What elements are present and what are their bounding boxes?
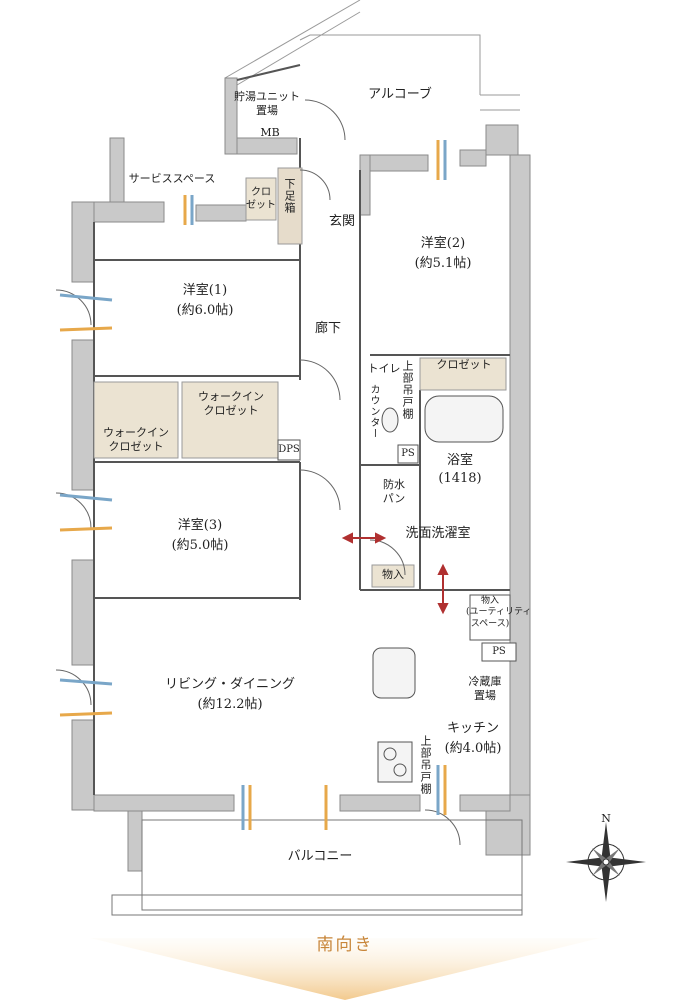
ps-label-bath: PS — [401, 448, 415, 459]
living-size: (約12.2帖) — [197, 697, 263, 712]
toilet-bowl — [381, 407, 399, 433]
bathroom-size: (1418) — [438, 471, 482, 486]
living-name: リビング・ダイニング — [164, 677, 295, 692]
fridge-label: 冷蔵庫 置場 — [468, 675, 502, 703]
waterproof-pan-label: 防水 パン — [382, 478, 406, 506]
balcony-label: バルコニー — [287, 849, 353, 864]
kitchen-size: (約4.0帖) — [444, 741, 502, 756]
closets — [93, 167, 517, 662]
walkin-closet-label-1: ウォークイン クロゼット — [198, 390, 264, 418]
ps-label-kitchen: PS — [492, 646, 506, 657]
washroom-label: 洗面洗濯室 — [405, 526, 471, 541]
movement-arrows — [341, 532, 449, 615]
storage-utility-label: 物入 (ユーティリティ スペース) — [466, 596, 532, 629]
bathroom-name: 浴室 — [446, 453, 473, 468]
counter-label: カウンター — [368, 384, 379, 439]
bedroom1-name: 洋室(1) — [182, 283, 228, 298]
toilet-label: トイレ — [367, 362, 401, 375]
kitchen-sink — [372, 647, 416, 699]
south-indicator — [90, 938, 600, 1000]
walls — [71, 77, 531, 872]
kitchen-name: キッチン — [446, 721, 499, 736]
stove — [377, 741, 413, 783]
compass-icon — [566, 822, 646, 902]
bedroom2-name: 洋室(2) — [420, 236, 466, 251]
burner-2 — [393, 763, 407, 777]
bedroom3-size: (約5.0帖) — [171, 538, 229, 553]
bathtub — [424, 395, 504, 443]
walkin-closet-label-2: ウォークイン クロゼット — [103, 426, 169, 454]
closet-label: クロゼット — [436, 358, 492, 371]
compass-north-label: N — [601, 812, 611, 825]
bedroom1-size: (約6.0帖) — [176, 303, 234, 318]
dps-label: DPS — [278, 444, 300, 455]
orientation-label: 南向き — [316, 935, 374, 955]
small-closet-label: クロ ゼット — [246, 187, 276, 211]
entrance-label: 玄関 — [328, 214, 355, 229]
bedroom3-name: 洋室(3) — [177, 518, 223, 533]
airflow-vents — [59, 140, 447, 830]
hallway-label: 廊下 — [314, 321, 341, 336]
alcove-label: アルコーブ — [368, 87, 432, 102]
shoe-box-label: 下足箱 — [283, 178, 296, 214]
service-space-label: サービススペース — [128, 172, 216, 185]
upper-shelf-label-kitchen: 上部吊戸棚 — [419, 735, 432, 795]
storage-label: 物入 — [382, 568, 404, 581]
burner-1 — [383, 747, 397, 761]
water-heater-label: 貯湯ユニット 置場 — [234, 90, 300, 118]
balcony-outline — [111, 819, 523, 916]
upper-shelf-label-toilet: 上部吊戸棚 — [401, 360, 414, 420]
mb-label: MB — [260, 126, 280, 139]
bedroom2-size: (約5.1帖) — [414, 256, 472, 271]
